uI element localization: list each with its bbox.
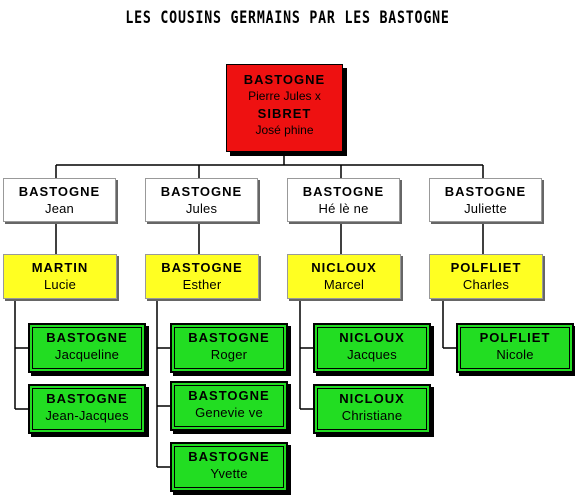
grandchild-inner-border [460,327,570,369]
grandchild-inner-border [32,388,142,430]
grandchild-surname: NICLOUX [339,330,405,345]
grandchild-surname: BASTOGNE [46,391,128,406]
grandchild-inner-border [174,385,284,427]
grandchild-box-genevieve: BASTOGNE Genevie ve [170,381,288,431]
spouse-box-lucie: MARTIN Lucie [3,254,117,299]
grandchild-box-christiane: NICLOUX Christiane [313,384,431,434]
grandchild-given: Jacques [347,347,397,362]
grandchild-given: Genevie ve [195,405,263,420]
spouse-given: Marcel [323,277,365,292]
spouse-surname: BASTOGNE [161,260,243,275]
grandchild-box-jacques: NICLOUX Jacques [313,323,431,373]
spouse-given: Lucie [43,277,77,292]
spouse-surname: MARTIN [31,260,89,275]
grandchild-surname: BASTOGNE [188,449,270,464]
chart-title: LES COUSINS GERMAINS PAR LES BASTOGNE [125,8,450,28]
grandchild-inner-border [317,327,427,369]
grandchild-box-yvette: BASTOGNE Yvette [170,442,288,492]
child-box-jules: BASTOGNE Jules [145,178,258,222]
grandchild-given: Jean-Jacques [45,408,129,423]
grandchild-box-jean-jacques: BASTOGNE Jean-Jacques [28,384,146,434]
spouse-surname: NICLOUX [311,260,377,275]
grandchild-given: Jacqueline [54,347,120,362]
root-given-2: José phine [255,123,314,137]
child-surname: BASTOGNE [302,184,385,199]
spouse-given: Esther [182,277,222,292]
root-surname-2: SIBRET [257,106,312,121]
spouse-box-esther: BASTOGNE Esther [145,254,259,299]
spouse-box-marcel: NICLOUX Marcel [287,254,401,299]
grandchild-surname: NICLOUX [339,391,405,406]
child-given: Juliette [464,201,507,216]
child-surname: BASTOGNE [444,184,527,199]
grandchild-surname: POLFLIET [479,330,551,345]
grandchild-box-jacqueline: BASTOGNE Jacqueline [28,323,146,373]
root-surname-1: BASTOGNE [243,72,326,87]
child-box-jean: BASTOGNE Jean [3,178,116,222]
child-box-juliette: BASTOGNE Juliette [429,178,542,222]
grandchild-surname: BASTOGNE [46,330,128,345]
grandchild-inner-border [317,388,427,430]
child-box-helene: BASTOGNE Hé lè ne [287,178,400,222]
spouse-surname: POLFLIET [450,260,522,275]
grandchild-inner-border [174,327,284,369]
root-couple-box: BASTOGNE Pierre Jules x SIBRET José phin… [226,64,343,152]
grandchild-inner-border [174,446,284,488]
grandchild-given: Nicole [496,347,534,362]
child-surname: BASTOGNE [160,184,243,199]
grandchild-surname: BASTOGNE [188,388,270,403]
child-given: Jean [45,201,74,216]
grandchild-given: Yvette [210,466,248,481]
child-given: Hé lè ne [318,201,369,216]
spouse-given: Charles [462,277,510,292]
grandchild-surname: BASTOGNE [188,330,270,345]
grandchild-given: Roger [210,347,248,362]
grandchild-box-roger: BASTOGNE Roger [170,323,288,373]
grandchild-box-nicole: POLFLIET Nicole [456,323,574,373]
root-given-1: Pierre Jules x [248,89,321,103]
grandchild-given: Christiane [341,408,403,423]
child-surname: BASTOGNE [18,184,101,199]
child-given: Jules [185,201,218,216]
grandchild-inner-border [32,327,142,369]
spouse-box-charles: POLFLIET Charles [429,254,543,299]
